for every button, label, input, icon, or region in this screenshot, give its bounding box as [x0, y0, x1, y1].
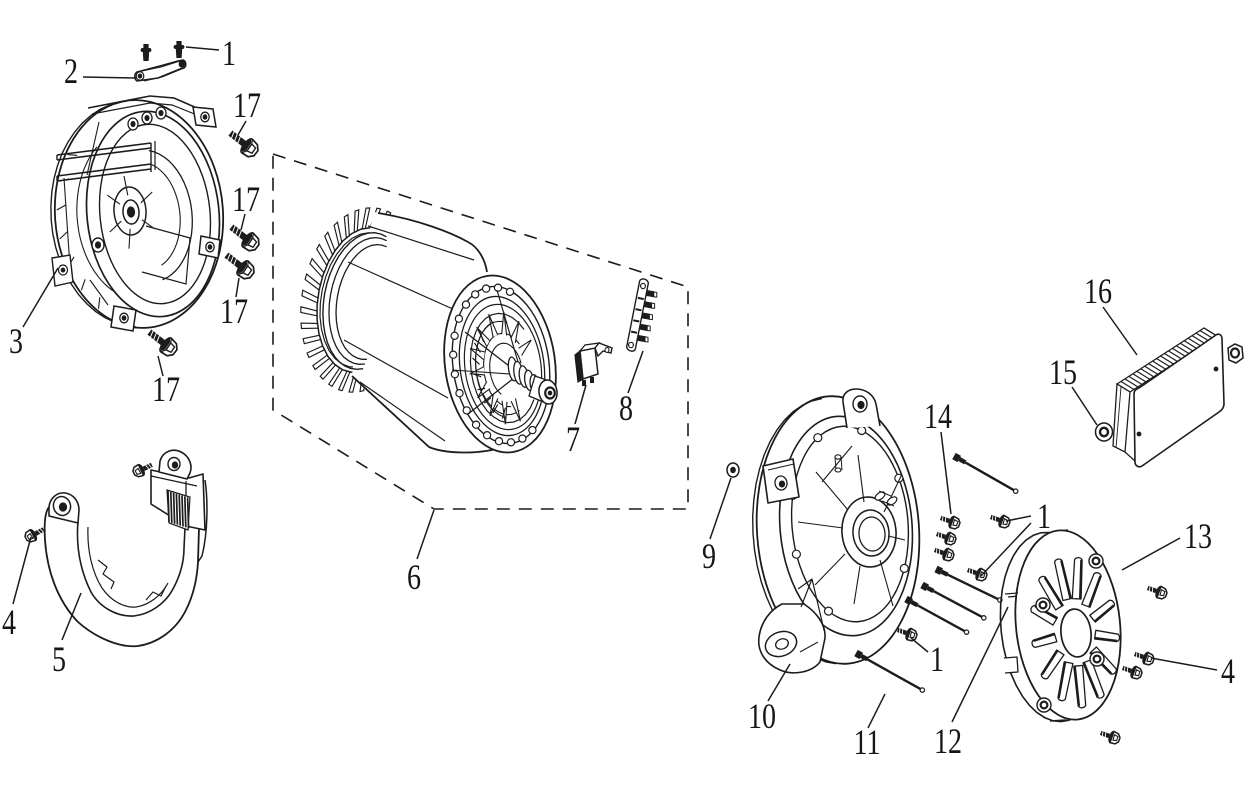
svg-text:14: 14 [924, 396, 952, 436]
svg-text:13: 13 [1184, 516, 1212, 556]
svg-text:7: 7 [566, 419, 580, 459]
svg-text:6: 6 [407, 557, 421, 597]
svg-text:17: 17 [152, 369, 180, 409]
svg-text:1: 1 [222, 33, 236, 73]
svg-text:16: 16 [1084, 271, 1112, 311]
svg-text:2: 2 [64, 51, 78, 91]
svg-text:17: 17 [220, 291, 248, 331]
svg-text:15: 15 [1049, 352, 1077, 392]
svg-text:17: 17 [232, 179, 260, 219]
svg-text:11: 11 [853, 722, 880, 762]
svg-text:17: 17 [233, 85, 261, 125]
svg-text:5: 5 [52, 639, 66, 679]
svg-text:4: 4 [2, 602, 16, 642]
svg-text:4: 4 [1221, 651, 1235, 691]
svg-text:10: 10 [748, 696, 776, 736]
svg-text:3: 3 [9, 321, 23, 361]
svg-text:1: 1 [1037, 496, 1051, 536]
svg-text:12: 12 [934, 721, 962, 761]
svg-text:8: 8 [619, 388, 633, 428]
svg-text:9: 9 [702, 536, 716, 576]
svg-text:1: 1 [930, 639, 944, 679]
